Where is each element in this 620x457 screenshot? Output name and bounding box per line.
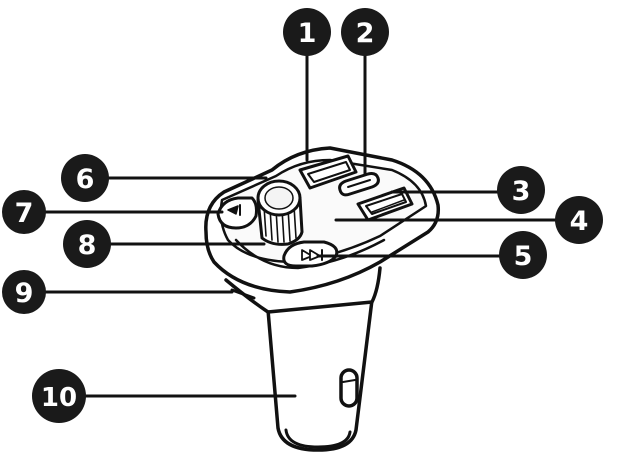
- callout-label: 5: [514, 241, 533, 272]
- callout-badge: 3: [497, 166, 545, 214]
- callout-badge: 1: [283, 8, 331, 56]
- plug-barrel: [266, 298, 374, 452]
- callout-badges: 1 2 3 4 5 6 7 8: [2, 8, 603, 423]
- usb-c-port: [338, 172, 380, 197]
- callout-badge: 8: [63, 220, 111, 268]
- previous-button: [216, 196, 258, 230]
- callout-badge: 2: [341, 8, 389, 56]
- callout-label: 6: [76, 164, 95, 195]
- callout-badge: 9: [2, 270, 46, 314]
- callout-badge: 10: [32, 369, 86, 423]
- spring-contact: [339, 368, 359, 408]
- callout-label: 2: [356, 18, 375, 49]
- ports-and-controls: [216, 154, 414, 300]
- next-button: [282, 240, 339, 268]
- plug-tip: [284, 428, 352, 449]
- callout-label: 10: [41, 383, 77, 413]
- callout-badge: 7: [2, 190, 46, 234]
- callout-badge: 6: [61, 154, 109, 202]
- usb-a-port-right: [356, 186, 414, 222]
- callout-label: 8: [78, 230, 97, 261]
- callout-label: 1: [298, 18, 317, 49]
- side-slot: [230, 288, 256, 300]
- callout-label: 9: [15, 278, 34, 309]
- callout-label: 7: [15, 198, 34, 229]
- callout-badge: 5: [499, 231, 547, 279]
- callout-label: 3: [512, 176, 531, 207]
- usb-a-port-top: [298, 154, 358, 190]
- rotary-knob: [256, 179, 304, 246]
- leader-lines: [38, 52, 558, 398]
- callout-badge: 4: [555, 196, 603, 244]
- callout-label: 4: [570, 206, 589, 237]
